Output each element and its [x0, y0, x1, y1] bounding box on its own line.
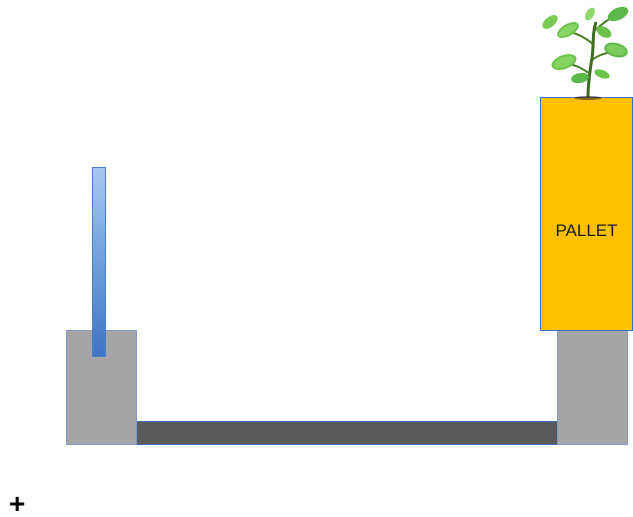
pallet-box: PALLET	[540, 97, 633, 331]
plant-icon	[542, 6, 629, 100]
right-pillar	[557, 330, 628, 445]
conveyor-belt	[137, 421, 557, 445]
plus-icon[interactable]: +	[9, 488, 26, 517]
blue-rod	[92, 167, 106, 357]
pallet-label: PALLET	[555, 221, 618, 240]
